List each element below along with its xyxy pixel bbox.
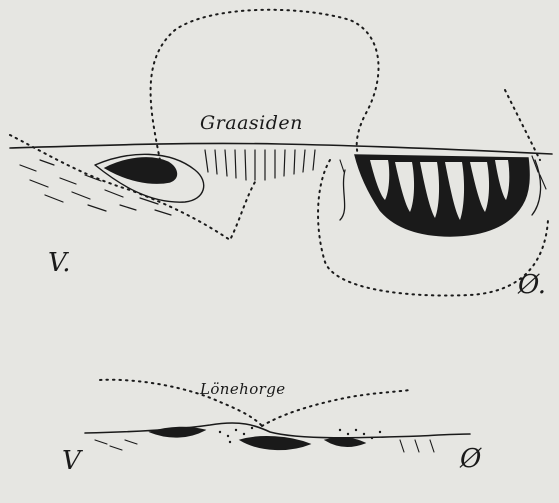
upper-right-end-label: Ø. <box>518 270 546 300</box>
lower-dark-patch-left <box>150 427 205 437</box>
upper-dotted-boundary-right-top <box>505 90 540 160</box>
lower-dark-patch-right <box>325 438 365 447</box>
lower-right-end-label: Ø <box>460 444 481 474</box>
upper-dotted-outline-top <box>151 10 379 160</box>
upper-section-title: Graasiden <box>200 112 303 134</box>
lower-left-end-label: V <box>62 446 81 476</box>
lower-section-title: Lönehorge <box>200 380 285 398</box>
upper-left-end-label: V. <box>48 248 71 278</box>
lower-ground-surface <box>85 423 470 438</box>
upper-ground-surface <box>10 143 552 154</box>
upper-dotted-boundary-left <box>10 135 255 240</box>
lower-dark-patch-center <box>240 437 310 450</box>
upper-center-ticks <box>205 150 315 180</box>
